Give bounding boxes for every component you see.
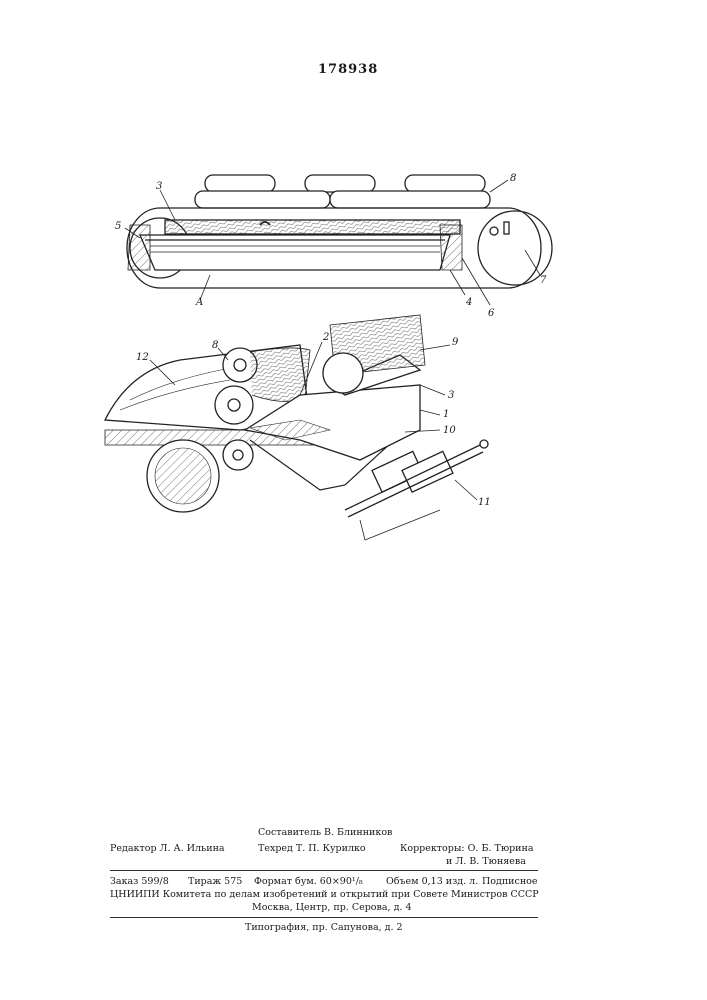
figure-top-conveyor [125, 175, 552, 305]
bottom-label: 12 [136, 352, 149, 363]
editor-credit: Редактор Л. А. Ильина [110, 843, 225, 854]
press-roller [215, 386, 253, 424]
bottom-label: 3 [448, 390, 454, 401]
bottom-label: 2 [322, 332, 329, 343]
top-label: 5 [115, 221, 121, 232]
upper-roller [323, 353, 363, 393]
divider-rule [110, 917, 538, 918]
correctors-credit-2: и Л. В. Тюняева [446, 856, 526, 867]
volume: Объем 0,13 изд. л. [386, 876, 478, 887]
paper-format: Формат бум. 60×90¹/₈ [254, 876, 363, 887]
top-label: 7 [540, 275, 547, 286]
bottom-label: 1 [443, 409, 449, 420]
correctors-credit: Корректоры: О. Б. Тюрина [400, 843, 534, 854]
patent-drawing: 3 8 5 7 A 4 6 [0, 0, 707, 560]
subscription: Подписное [482, 876, 538, 887]
top-label: 6 [488, 308, 495, 319]
top-roller-row [195, 175, 490, 208]
bottom-label: 8 [212, 340, 218, 351]
figure-bottom-detail [105, 315, 488, 540]
print-run: Тираж 575 [188, 876, 242, 887]
top-label: 3 [156, 181, 162, 192]
bottom-label: 10 [443, 425, 456, 436]
institute: ЦНИИПИ Комитета по делам изобретений и о… [110, 889, 539, 900]
techred-credit: Техред Т. П. Курилко [258, 843, 366, 854]
top-label: A [195, 297, 203, 308]
compiler-credit: Составитель В. Блинников [258, 827, 392, 838]
bottom-label: 11 [478, 497, 491, 508]
top-label: 4 [465, 297, 472, 308]
address: Москва, Центр, пр. Серова, д. 4 [252, 902, 412, 913]
top-label: 8 [510, 173, 516, 184]
order-number: Заказ 599/8 [110, 876, 169, 887]
bottom-label: 9 [452, 337, 459, 348]
printer: Типография, пр. Сапунова, д. 2 [245, 922, 403, 933]
wood-layer [165, 220, 460, 234]
divider-rule [110, 870, 538, 871]
